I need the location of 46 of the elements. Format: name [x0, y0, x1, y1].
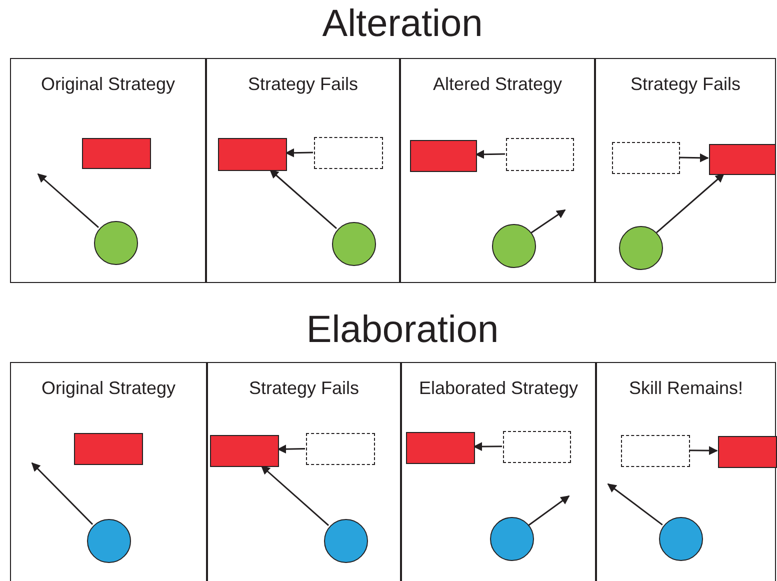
panel: [207, 362, 401, 581]
arrow: [285, 148, 314, 158]
arrow: [607, 483, 663, 526]
strategy-rect: [210, 435, 279, 467]
arrow: [530, 209, 566, 234]
panel-heading: Altered Strategy: [432, 73, 562, 95]
panel-heading: Strategy Fails: [248, 73, 358, 95]
panel: [401, 362, 596, 581]
panel: [595, 58, 776, 283]
dashed-rect: [612, 142, 680, 174]
arrow: [678, 153, 709, 162]
strategy-rect: [218, 138, 287, 171]
panel: [206, 58, 400, 283]
panel-heading: Strategy Fails: [630, 73, 741, 95]
arrow: [656, 173, 724, 234]
panel-heading: Original Strategy: [41, 377, 176, 399]
panel: [596, 362, 776, 581]
panel: [400, 58, 595, 283]
section-title: Alteration: [322, 2, 483, 46]
dashed-rect: [314, 137, 383, 169]
arrow: [31, 462, 94, 525]
panel: [10, 58, 206, 283]
panel-heading: Original Strategy: [40, 73, 176, 95]
arrow: [689, 446, 718, 456]
strategy-rect: [82, 138, 151, 169]
strategy-rect: [406, 432, 475, 464]
section-title: Elaboration: [306, 308, 499, 352]
strategy-rect: [709, 144, 776, 175]
dashed-rect: [306, 433, 375, 465]
arrow: [528, 495, 570, 526]
dashed-rect: [621, 435, 690, 467]
panel-heading: Elaborated Strategy: [418, 377, 578, 399]
arrow: [270, 169, 337, 230]
strategy-rect: [74, 433, 143, 465]
strategy-rect: [718, 436, 777, 468]
panel-heading: Strategy Fails: [248, 377, 360, 399]
arrow: [37, 173, 99, 228]
arrow: [473, 442, 502, 452]
arrow: [475, 150, 506, 159]
dashed-rect: [506, 138, 574, 171]
panel-heading: Skill Remains!: [628, 377, 744, 399]
arrow: [277, 444, 306, 454]
panel: [10, 362, 207, 581]
arrow: [260, 465, 330, 526]
dashed-rect: [503, 431, 571, 463]
strategy-rect: [410, 140, 477, 172]
